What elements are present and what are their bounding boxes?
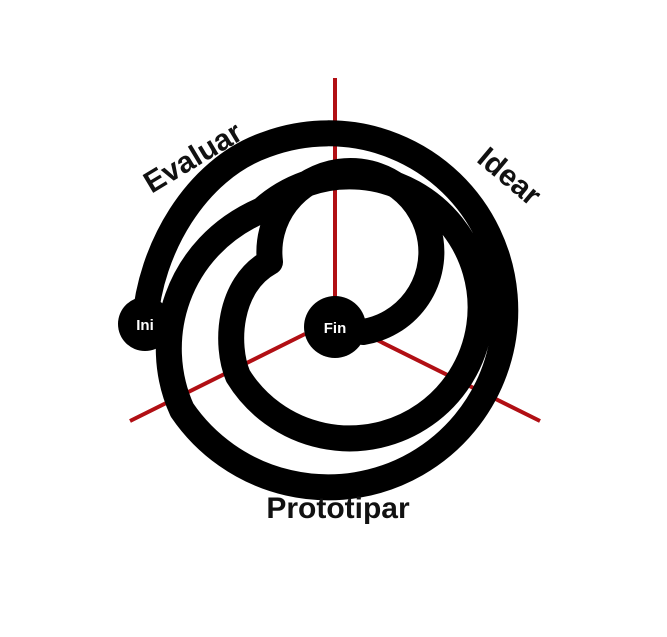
phase-label-prototype: Prototipar — [266, 492, 410, 525]
divider-evaluate-prototype — [129, 332, 306, 423]
start-node-label: Ini — [136, 317, 154, 334]
end-node-circle — [304, 296, 366, 358]
end-node-label: Fin — [324, 320, 347, 337]
start-node-circle — [118, 297, 172, 351]
end-node: Fin — [304, 296, 366, 358]
spiral-path — [132, 120, 519, 501]
start-node: Ini — [118, 297, 172, 351]
